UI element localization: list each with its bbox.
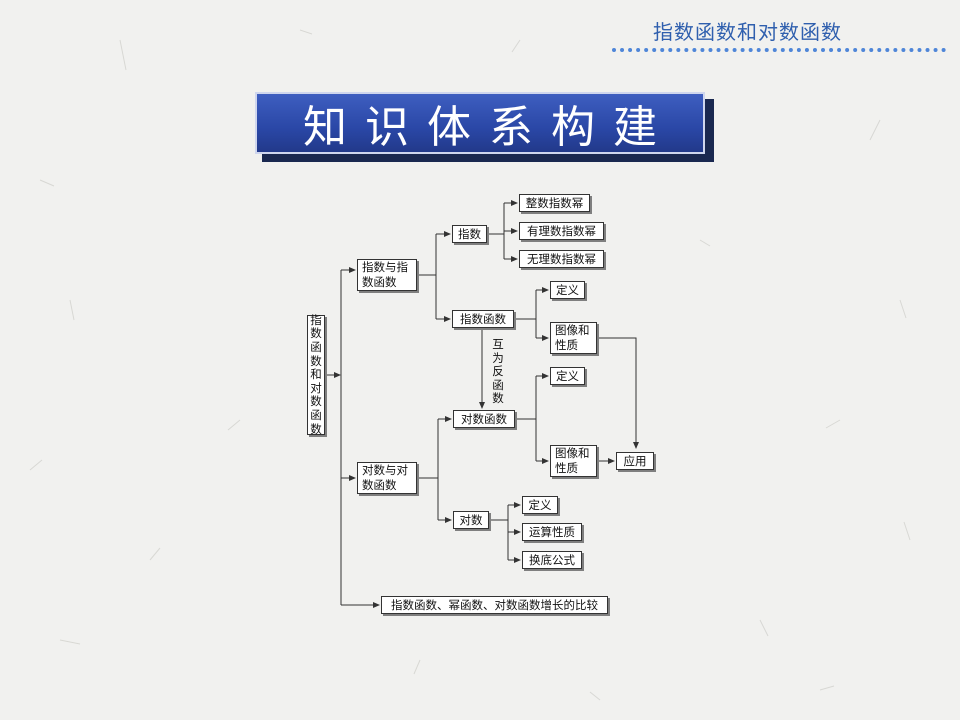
log-definition-node: 定义 (550, 367, 585, 385)
section-banner: 知识体系构建 (255, 92, 705, 154)
exponent-node: 指数 (452, 225, 487, 243)
header-divider (612, 48, 946, 52)
edge-log-function-trunk (515, 376, 537, 461)
application-node: 应用 (616, 452, 654, 470)
exp-group-node: 指数与指数函数 (357, 259, 417, 291)
operation-properties-node: 运算性质 (522, 523, 582, 541)
comparison-node: 指数函数、幂函数、对数函数增长的比较 (381, 596, 608, 614)
exp-function-node: 指数函数 (452, 310, 514, 328)
page-header-title: 指数函数和对数函数 (653, 20, 842, 44)
inverse-relation-label: 互为反函数 (492, 337, 504, 406)
logarithm-definition-node: 定义 (522, 496, 558, 514)
log-graph-properties-node: 图像和性质 (550, 445, 597, 477)
log-function-node: 对数函数 (453, 410, 515, 428)
exp-graph-properties-node: 图像和性质 (550, 322, 597, 354)
irrational-power-node: 无理数指数幂 (519, 250, 604, 268)
edge-exp-graph-application (597, 337, 639, 449)
log-group-node: 对数与对数函数 (357, 462, 417, 494)
edge-exp-function-trunk (514, 290, 537, 338)
change-of-base-node: 换底公式 (522, 551, 582, 569)
integer-power-node: 整数指数幂 (519, 194, 590, 212)
edge-logarithm-trunk (489, 505, 509, 560)
banner-title: 知识体系构建 (303, 102, 675, 153)
exp-definition-node: 定义 (550, 281, 585, 299)
rational-power-node: 有理数指数幂 (519, 222, 604, 240)
edge-exponent-trunk (487, 203, 505, 259)
edge-exp-group-trunk (417, 234, 437, 319)
edge-log-group-trunk (417, 419, 439, 520)
root-node: 指数函数和对数函数 (307, 313, 325, 435)
logarithm-node: 对数 (453, 511, 489, 529)
